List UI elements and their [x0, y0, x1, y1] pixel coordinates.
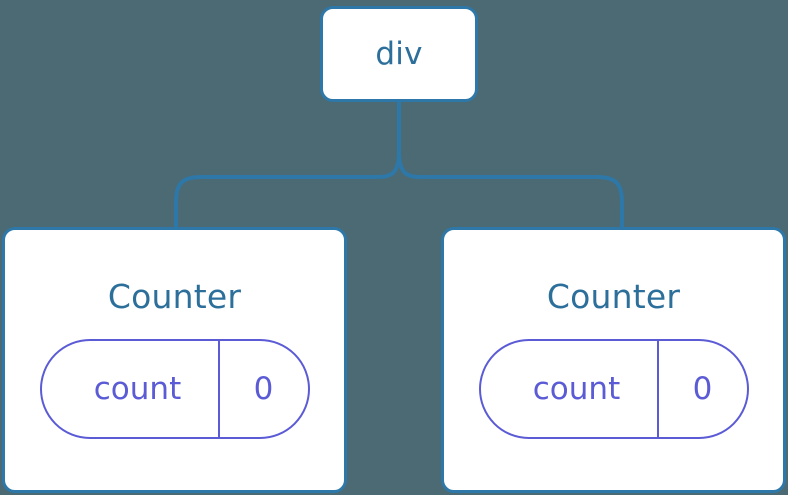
connector-to-right-child	[397, 151, 624, 230]
node-counter-left[interactable]: Counter count 0	[2, 227, 347, 493]
state-value-right: 0	[656, 341, 747, 437]
state-key-right: count	[532, 370, 621, 407]
node-counter-right[interactable]: Counter count 0	[441, 227, 786, 493]
node-div[interactable]: div	[320, 6, 478, 102]
state-pill-right[interactable]: count 0	[478, 339, 749, 439]
node-div-label: div	[375, 35, 423, 72]
state-value-left: 0	[217, 341, 308, 437]
node-counter-right-label: Counter	[546, 277, 681, 316]
node-counter-left-label: Counter	[107, 277, 242, 316]
state-key-left: count	[93, 370, 182, 407]
state-pill-left[interactable]: count 0	[39, 339, 310, 439]
connector-to-left-child	[174, 151, 401, 230]
